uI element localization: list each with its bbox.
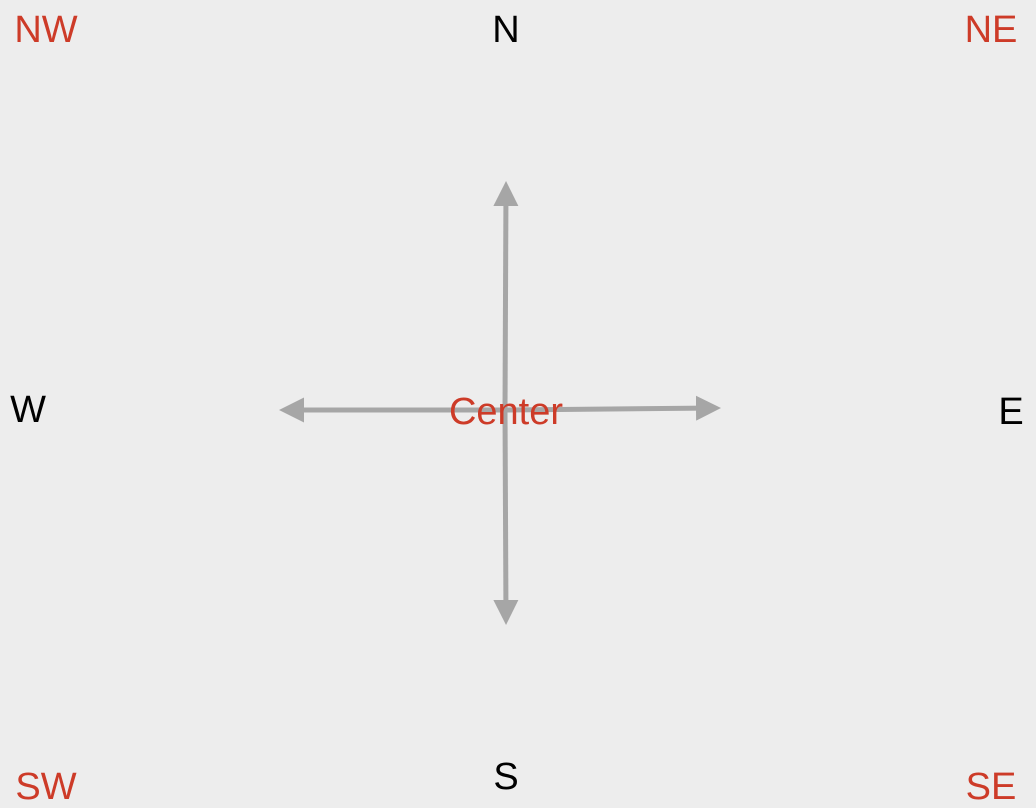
label-south: S [493,756,519,798]
label-east: E [998,391,1024,433]
arrow-east [504,395,721,421]
label-northeast: NE [964,9,1018,51]
label-north: N [492,9,520,51]
arrow-south [493,409,519,625]
label-west: W [10,389,46,431]
arrow-north [493,181,519,411]
label-center: Center [448,391,564,433]
label-southwest: SW [15,766,77,808]
label-northwest: NW [14,9,78,51]
label-southeast: SE [965,766,1017,808]
